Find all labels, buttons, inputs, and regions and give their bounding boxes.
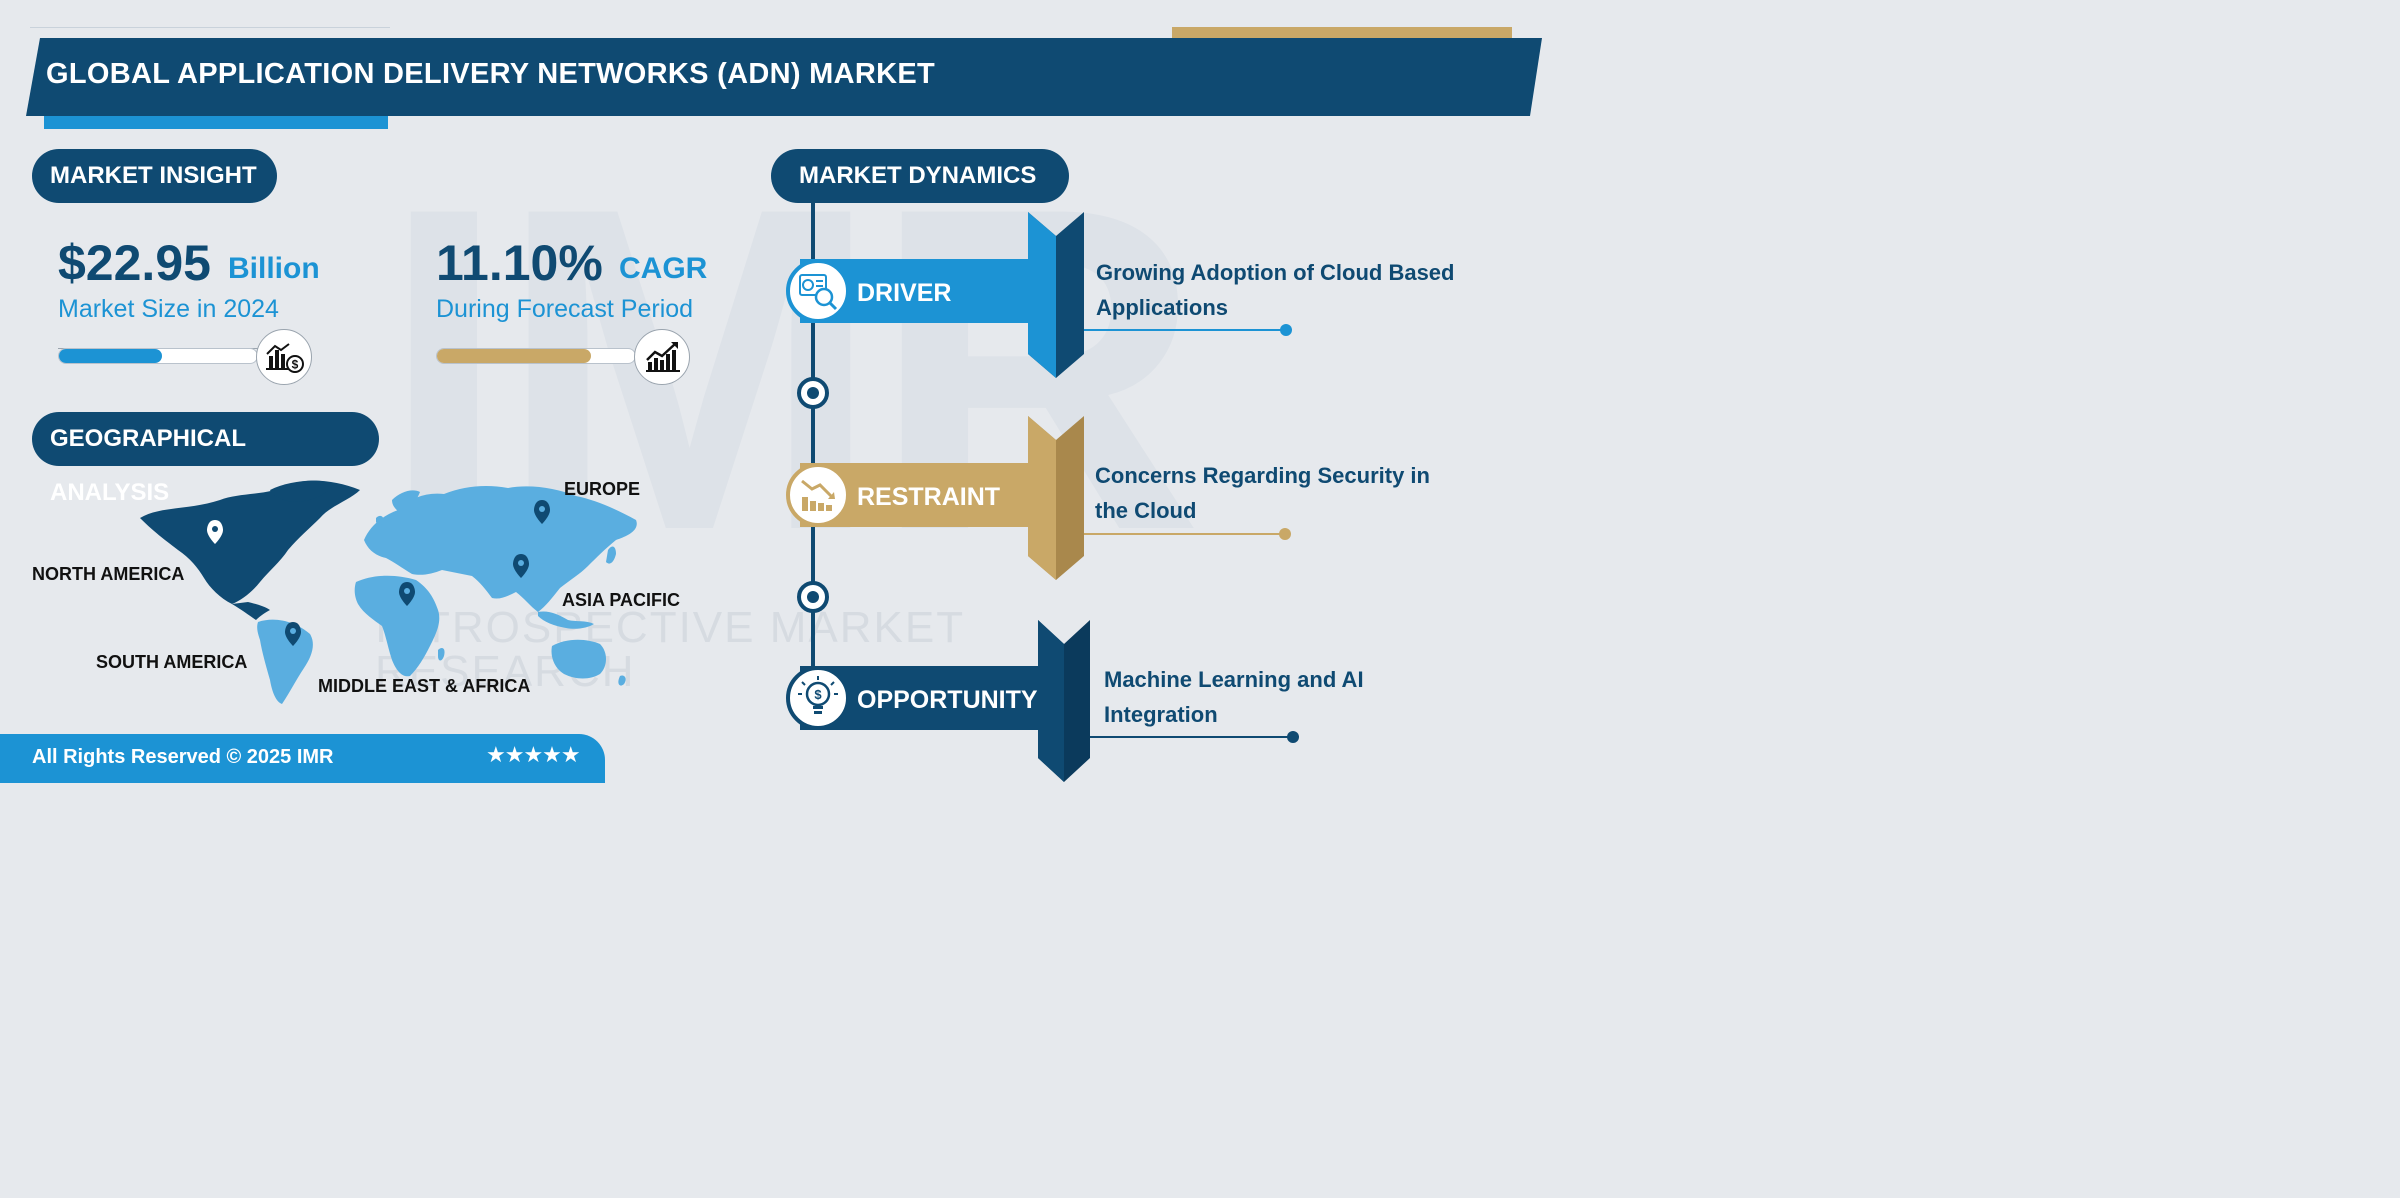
driver-ribbon bbox=[1028, 212, 1084, 378]
header-blue-accent bbox=[44, 116, 388, 129]
driver-label: DRIVER bbox=[857, 279, 952, 307]
uk-shape bbox=[376, 515, 384, 525]
opportunity-text: Machine Learning and AI Integration bbox=[1104, 662, 1524, 732]
rating-stars: ★★★★★ bbox=[486, 743, 581, 768]
header-banner bbox=[26, 38, 1542, 116]
page-title: GLOBAL APPLICATION DELIVERY NETWORKS (AD… bbox=[46, 58, 935, 90]
opportunity-ribbon bbox=[1038, 620, 1090, 782]
market-dynamics-heading: MARKET DYNAMICS bbox=[771, 149, 1069, 203]
location-pin-icon bbox=[399, 582, 415, 606]
cagr-bar-fill bbox=[437, 349, 592, 363]
header-top-rule bbox=[30, 27, 390, 28]
chart-dollar-icon: $ bbox=[256, 329, 312, 385]
svg-text:$: $ bbox=[814, 687, 822, 702]
restraint-ribbon bbox=[1028, 416, 1084, 580]
madagascar-shape bbox=[438, 648, 445, 661]
southeast-asia-shape bbox=[538, 611, 594, 629]
driver-text-line-2: Applications bbox=[1096, 295, 1229, 320]
opportunity-underline bbox=[1090, 736, 1294, 738]
market-size-value: $22.95 bbox=[58, 235, 211, 291]
region-label-europe: EUROPE bbox=[564, 479, 641, 499]
restraint-text-line-2: the Cloud bbox=[1095, 498, 1197, 523]
location-pin-icon bbox=[513, 554, 529, 578]
world-map bbox=[140, 480, 637, 704]
restraint-underline bbox=[1084, 533, 1286, 535]
driver-text: Growing Adoption of Cloud Based Applicat… bbox=[1096, 255, 1516, 325]
restraint-text-line-1: Concerns Regarding Security in bbox=[1095, 463, 1430, 488]
market-size-unit: Billion bbox=[228, 252, 320, 285]
cagr-bar bbox=[436, 348, 636, 364]
timeline-node bbox=[797, 581, 829, 613]
opportunity-label: OPPORTUNITY bbox=[857, 686, 1038, 714]
svg-text:$: $ bbox=[292, 358, 299, 372]
infographic-canvas: IMR INTROSPECTIVE MARKET RESEARCH GLOBAL… bbox=[0, 0, 1568, 783]
greenland-shape bbox=[270, 480, 335, 502]
driver-text-line-1: Growing Adoption of Cloud Based bbox=[1096, 260, 1455, 285]
market-size-bar bbox=[58, 348, 258, 364]
restraint-underline-end bbox=[1279, 528, 1291, 540]
new-zealand-shape bbox=[618, 675, 626, 686]
timeline-node bbox=[797, 377, 829, 409]
australia-shape bbox=[551, 639, 606, 679]
cagr-caption: During Forecast Period bbox=[436, 295, 694, 323]
footer-bar bbox=[0, 734, 605, 783]
central-america-shape bbox=[232, 602, 270, 620]
idea-dollar-icon: $ bbox=[786, 666, 850, 730]
region-label-north-america: NORTH AMERICA bbox=[32, 564, 185, 584]
location-pin-icon bbox=[285, 622, 301, 646]
location-pin-icon bbox=[207, 520, 223, 544]
declining-chart-icon bbox=[786, 463, 850, 527]
region-label-asia-pacific: ASIA PACIFIC bbox=[562, 590, 681, 610]
scandinavia-shape bbox=[392, 490, 420, 514]
restraint-label: RESTRAINT bbox=[857, 483, 1001, 511]
japan-shape bbox=[606, 546, 616, 564]
dynamics-timeline bbox=[811, 200, 815, 700]
footer-copyright: All Rights Reserved © 2025 IMR bbox=[32, 746, 334, 768]
north-america-shape bbox=[140, 480, 360, 604]
restraint-text: Concerns Regarding Security in the Cloud bbox=[1095, 458, 1515, 528]
location-pin-icon bbox=[534, 500, 550, 524]
opportunity-underline-end bbox=[1287, 731, 1299, 743]
growth-chart-icon bbox=[634, 329, 690, 385]
header-gold-accent bbox=[1172, 27, 1512, 41]
cagr-value: 11.10% bbox=[436, 235, 603, 291]
cagr-unit: CAGR bbox=[619, 252, 708, 285]
geographical-analysis-heading: GEOGRAPHICAL ANALYSIS bbox=[32, 412, 379, 506]
driver-underline bbox=[1084, 329, 1286, 331]
eurasia-shape bbox=[364, 486, 637, 612]
opportunity-text-line-2: Integration bbox=[1104, 702, 1218, 727]
market-insight-heading: MARKET INSIGHT bbox=[32, 149, 277, 203]
driver-underline-end bbox=[1280, 324, 1292, 336]
region-label-middle-east-africa: MIDDLE EAST & AFRICA bbox=[318, 676, 531, 696]
africa-shape bbox=[354, 575, 440, 677]
region-label-south-america: SOUTH AMERICA bbox=[96, 652, 248, 672]
opportunity-text-line-1: Machine Learning and AI bbox=[1104, 667, 1364, 692]
analytics-search-icon bbox=[786, 259, 850, 323]
market-size-bar-fill bbox=[59, 349, 162, 363]
south-america-shape bbox=[257, 619, 313, 704]
market-size-caption: Market Size in 2024 bbox=[58, 295, 279, 323]
